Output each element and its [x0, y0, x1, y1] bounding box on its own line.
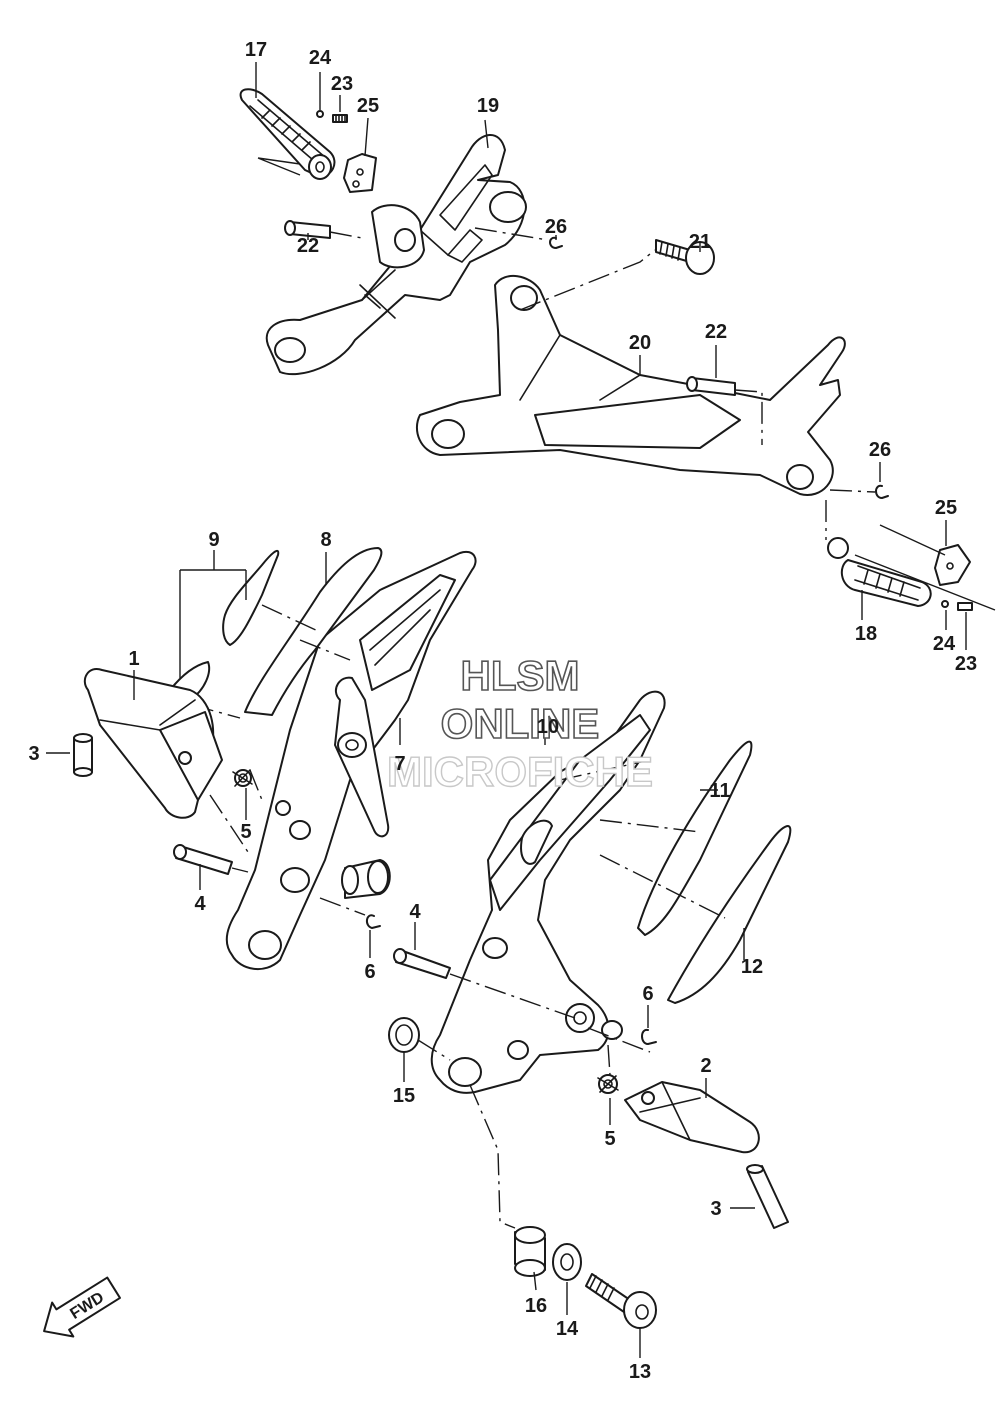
part-25-plate: [343, 153, 377, 193]
callout-12: 12: [741, 956, 763, 978]
part-22-pin-right: [686, 376, 763, 445]
part-6-clip-right: [641, 1028, 657, 1045]
callout-24: 24: [309, 47, 332, 69]
part-24-ball: [316, 110, 324, 118]
fwd-arrow-icon: FWD: [43, 1276, 121, 1338]
leader-lines: [46, 62, 967, 1358]
callout-11: 11: [709, 780, 730, 802]
callout-14: 14: [556, 1318, 579, 1340]
part-10-bracket-right: [430, 690, 666, 1094]
callout-16: 16: [525, 1295, 547, 1317]
callout-20: 20: [629, 332, 651, 354]
part-9-guard: [222, 549, 280, 646]
callout-25-right: 25: [935, 497, 957, 519]
part-13-bolt: [585, 1273, 657, 1329]
part-3-pin-right: [746, 1164, 789, 1229]
callout-21: 21: [689, 231, 711, 253]
callout-13: 13: [629, 1361, 651, 1383]
part-23-spring-right: [957, 602, 973, 611]
part-26-clip-top: [549, 236, 563, 249]
part-17-footpeg: [239, 88, 336, 180]
callout-15: 15: [393, 1085, 415, 1107]
watermark-line-3: MICROFICHE: [387, 748, 653, 795]
part-12-guard: [667, 825, 792, 1004]
watermark-line-1: HLSM: [461, 652, 580, 699]
callout-22-right: 22: [705, 321, 727, 343]
part-20-bracket: [415, 275, 846, 496]
callout-6: 6: [364, 961, 375, 983]
callout-4-right: 4: [409, 901, 421, 923]
callout-2: 2: [700, 1055, 711, 1077]
callout-25: 25: [357, 95, 379, 117]
part-22-pin-top: [284, 220, 363, 239]
part-16-collar: [469, 1084, 546, 1277]
part-18-footpeg: [825, 500, 932, 607]
callout-8: 8: [320, 529, 331, 551]
callout-labels: 17 24 23 25 19 26 21 22 20 22 26 25 18 2…: [28, 39, 977, 1383]
part-5-spring-right: [587, 1027, 651, 1094]
part-19-bracket: [265, 134, 526, 376]
part-5-spring-left: [232, 769, 253, 787]
watermark: HLSM ONLINE MICROFICHE: [386, 651, 653, 796]
callout-6-right: 6: [642, 983, 653, 1005]
callout-10: 10: [537, 716, 559, 738]
callout-19: 19: [477, 95, 499, 117]
part-6-clip-left: [366, 914, 381, 929]
callout-24-right: 24: [933, 633, 956, 655]
part-1-footpeg: [83, 668, 223, 819]
callout-7: 7: [394, 753, 405, 775]
part-14-washer: [552, 1243, 582, 1281]
callout-22: 22: [297, 235, 319, 257]
callout-1: 1: [128, 648, 139, 670]
part-11-guard: [637, 740, 753, 936]
part-21-bolt: [519, 239, 715, 311]
callout-17: 17: [245, 39, 267, 61]
rear-bracket-left-assembly: [265, 134, 527, 376]
callout-4: 4: [194, 893, 206, 915]
part-4-pin-right: [393, 948, 576, 1019]
callout-26: 26: [545, 216, 567, 238]
callout-9: 9: [208, 529, 219, 551]
callout-5-right: 5: [604, 1128, 615, 1150]
callout-23-right: 23: [955, 653, 977, 675]
part-26-clip-right: [875, 484, 889, 499]
callout-18: 18: [855, 623, 877, 645]
part-7-bracket-left: [225, 550, 477, 970]
callout-23: 23: [331, 73, 353, 95]
callout-5: 5: [240, 821, 251, 843]
part-4-pin-left: [173, 844, 249, 875]
callout-3: 3: [28, 743, 39, 765]
callout-26-right: 26: [869, 439, 891, 461]
part-24-ball-right: [941, 600, 949, 608]
part-8-guard: [244, 547, 383, 716]
watermark-line-2: ONLINE: [441, 700, 600, 747]
callout-3-right: 3: [710, 1198, 721, 1220]
part-3-pin-left: [73, 733, 93, 777]
part-2-footpeg: [624, 1081, 760, 1154]
